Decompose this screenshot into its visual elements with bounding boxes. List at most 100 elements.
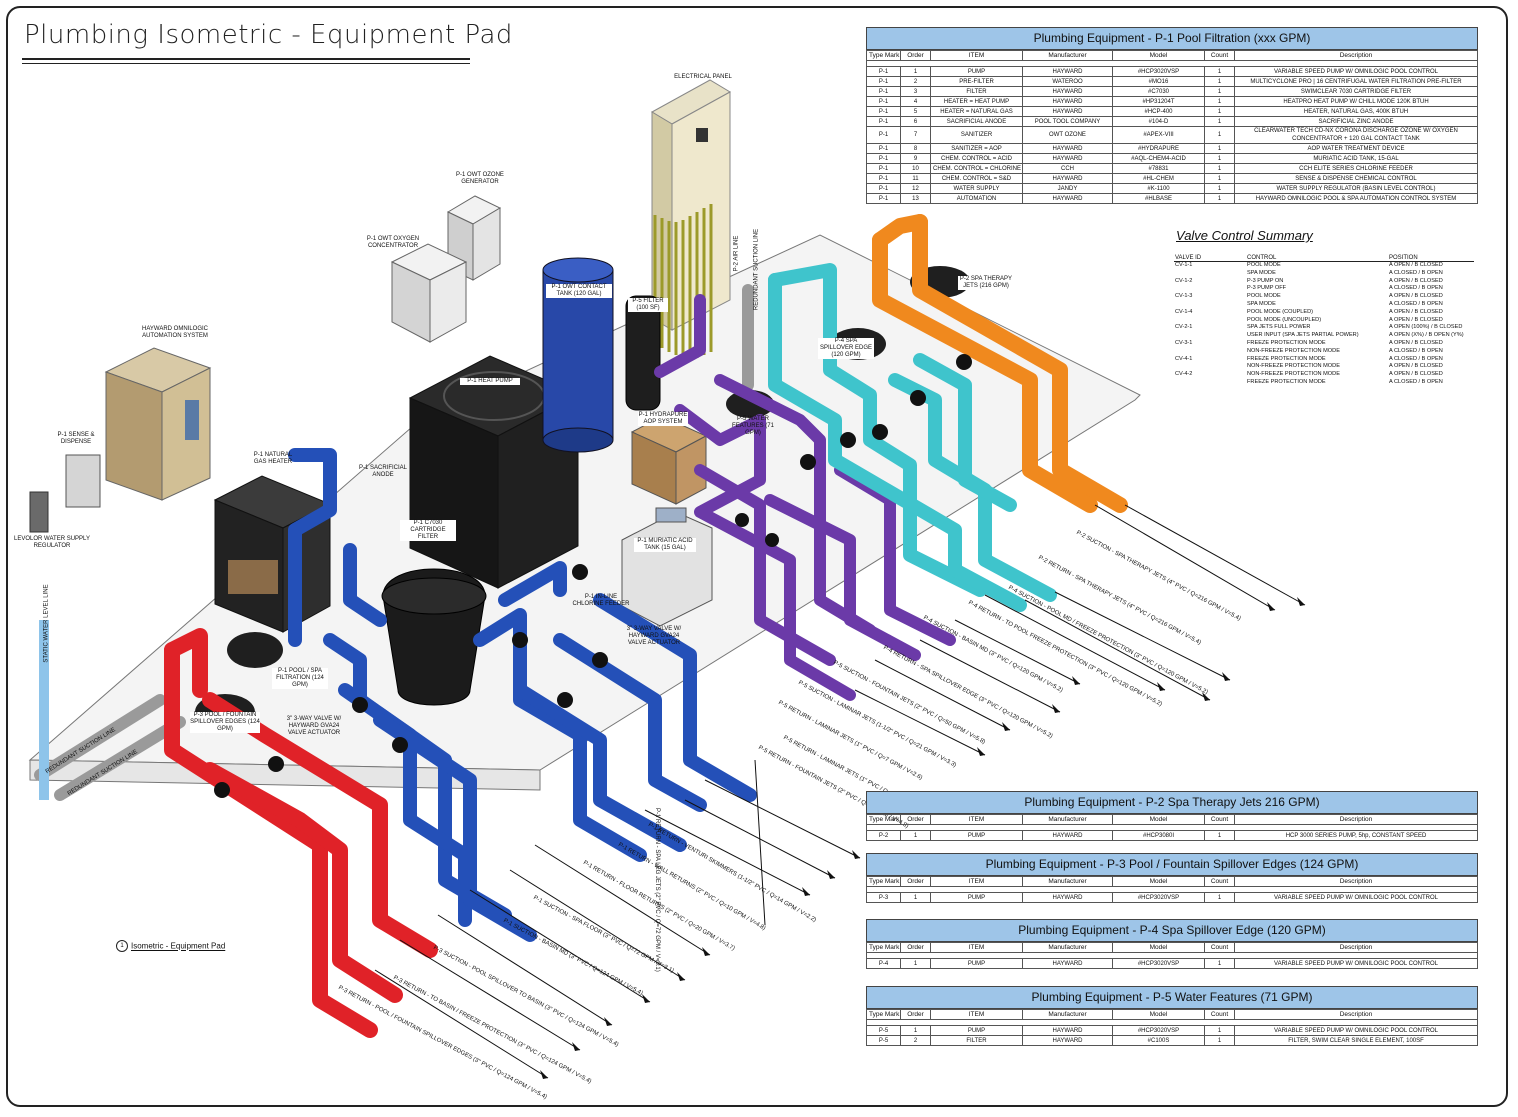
levolor-label: LEVOLOR WATER SUPPLY REGULATOR — [14, 536, 90, 549]
table-cell: P-1 — [866, 153, 901, 164]
table-cell: 1 — [1204, 153, 1235, 164]
hydrapure-label: P-1 HYDRAPURE AOP SYSTEM — [638, 412, 688, 426]
table-cell: #C7030 — [1112, 86, 1205, 97]
table-cell: P-1 — [866, 66, 901, 77]
valve-cell: A OPEN / B CLOSED — [1389, 308, 1443, 315]
table-cell: 13 — [900, 193, 931, 204]
redundant-suction-vert-label: REDUNDANT SUCTION LINE — [753, 228, 760, 311]
table-cell: 1 — [1204, 183, 1235, 194]
table-col-header: Description — [1234, 814, 1478, 825]
gas-heater-label: P-1 NATURAL GAS HEATER — [253, 452, 293, 465]
panel-display — [696, 128, 708, 142]
valve-col-control: CONTROL — [1246, 255, 1388, 262]
table-cell: HAYWARD — [1022, 173, 1113, 184]
table-cell: HEATER = HEAT PUMP — [930, 96, 1023, 107]
table-col-header: Order — [900, 876, 931, 887]
table-cell: PUMP — [930, 958, 1023, 969]
table-cell: #APEX-VIII — [1112, 126, 1205, 144]
pool-spa-filtration-label: P-1 POOL / SPA FILTRATION (124 GPM) — [272, 668, 328, 689]
spa-spillover-label: P-4 SPA SPILLOVER EDGE (120 GPM) — [818, 338, 874, 359]
table-col-header: Type Mark — [866, 50, 901, 61]
table-cell: P-1 — [866, 143, 901, 154]
table-p2: Plumbing Equipment - P-2 Spa Therapy Jet… — [866, 791, 1478, 841]
table-cell: CCH — [1022, 163, 1113, 174]
table-col-header: Count — [1204, 1009, 1235, 1020]
valve-cell: NON-FREEZE PROTECTION MODE — [1247, 371, 1340, 378]
omnilogic-label: HAYWARD OMNILOGIC AUTOMATION SYSTEM — [141, 326, 208, 339]
valve-cell: CV-1-2 — [1175, 277, 1193, 284]
view-caption-text: Isometric - Equipment Pad — [131, 941, 226, 951]
table-cell: SWIMCLEAR 7030 CARTRIDGE FILTER — [1234, 86, 1478, 97]
valve-cell: A CLOSED / B OPEN — [1389, 300, 1443, 307]
muriatic-label: P-1 MURIATIC ACID TANK (15 GAL) — [634, 538, 696, 552]
title-underline — [22, 58, 470, 60]
arrow-heads — [540, 597, 1305, 1079]
table-cell: HEATER = NATURAL GAS — [930, 106, 1023, 117]
oxygen-concentrator — [429, 261, 467, 343]
table-cell: 1 — [1204, 173, 1235, 184]
p5-filter-label: P-5 FILTER (100 SF) — [628, 298, 668, 312]
table-col-header: Order — [900, 1009, 931, 1020]
valve-row: CV-1-2 P-3 PUMP ON A OPEN / B CLOSED — [1174, 278, 1474, 286]
table-cell: CCH ELITE SERIES CHLORINE FEEDER — [1234, 163, 1478, 174]
table-cell: 9 — [900, 153, 931, 164]
table-col-header: Model — [1112, 1009, 1205, 1020]
table-cell: P-4 — [866, 958, 901, 969]
valve-cell: A OPEN (100%) / B CLOSED — [1389, 324, 1463, 331]
table-cell: 11 — [900, 173, 931, 184]
table-cell: #HCP3020VSP — [1112, 66, 1205, 77]
table-cell: 4 — [900, 96, 931, 107]
table-cell: PRE-FILTER — [930, 76, 1023, 87]
table-cell: FILTER — [930, 1035, 1023, 1046]
heat-pump-label: P-1 HEAT PUMP — [460, 378, 520, 385]
table-cell: #HCP-400 — [1112, 106, 1205, 117]
table-cell: 5 — [900, 106, 931, 117]
table-cell: HAYWARD — [1022, 106, 1113, 117]
valve-cell: A CLOSED / B OPEN — [1389, 269, 1443, 276]
table-cell: P-1 — [866, 126, 901, 144]
table-cell: #AQL-CHEM4-ACID — [1112, 153, 1205, 164]
table-cell: P-1 — [866, 96, 901, 107]
table-col-header: Manufacturer — [1022, 814, 1113, 825]
table-cell: 1 — [1204, 193, 1235, 204]
valve-cell: POOL MODE — [1247, 293, 1281, 300]
table-cell: PUMP — [930, 66, 1023, 77]
table-cell: SENSE & DISPENSE CHEMICAL CONTROL — [1234, 173, 1478, 184]
electrical-panel-label: ELECTRICAL PANEL — [674, 74, 732, 80]
valve-cell: A OPEN / B CLOSED — [1389, 262, 1443, 268]
valve-cell: P-3 PUMP ON — [1247, 277, 1284, 284]
valve-cell — [1174, 332, 1246, 340]
view-number: 1 — [116, 940, 128, 952]
table-cell: 1 — [1204, 96, 1235, 107]
table-cell: AUTOMATION — [930, 193, 1023, 204]
valve-cell: CV-1-3 — [1175, 293, 1193, 300]
valve-cell: A OPEN / B CLOSED — [1389, 277, 1443, 284]
table-col-header: Count — [1204, 50, 1235, 61]
valve-cell — [1174, 379, 1246, 387]
table-cell: 1 — [1204, 86, 1235, 97]
table-cell: #C100S — [1112, 1035, 1205, 1046]
table-cell: VARIABLE SPEED PUMP W/ OMNILOGIC POOL CO… — [1234, 892, 1478, 903]
valve-cell: NON-FREEZE PROTECTION MODE — [1247, 347, 1340, 354]
table-cell: 1 — [1204, 106, 1235, 117]
table-cell: PUMP — [930, 892, 1023, 903]
valve-cell — [1174, 348, 1246, 356]
table-cell: CLEARWATER TECH CD-NX CORONA DISCHARGE O… — [1234, 126, 1478, 144]
table-cell: 7 — [900, 126, 931, 144]
table-cell: 1 — [900, 830, 931, 841]
table-cell: P-5 — [866, 1035, 901, 1046]
valve-cell: CV-1-1 — [1175, 262, 1193, 268]
